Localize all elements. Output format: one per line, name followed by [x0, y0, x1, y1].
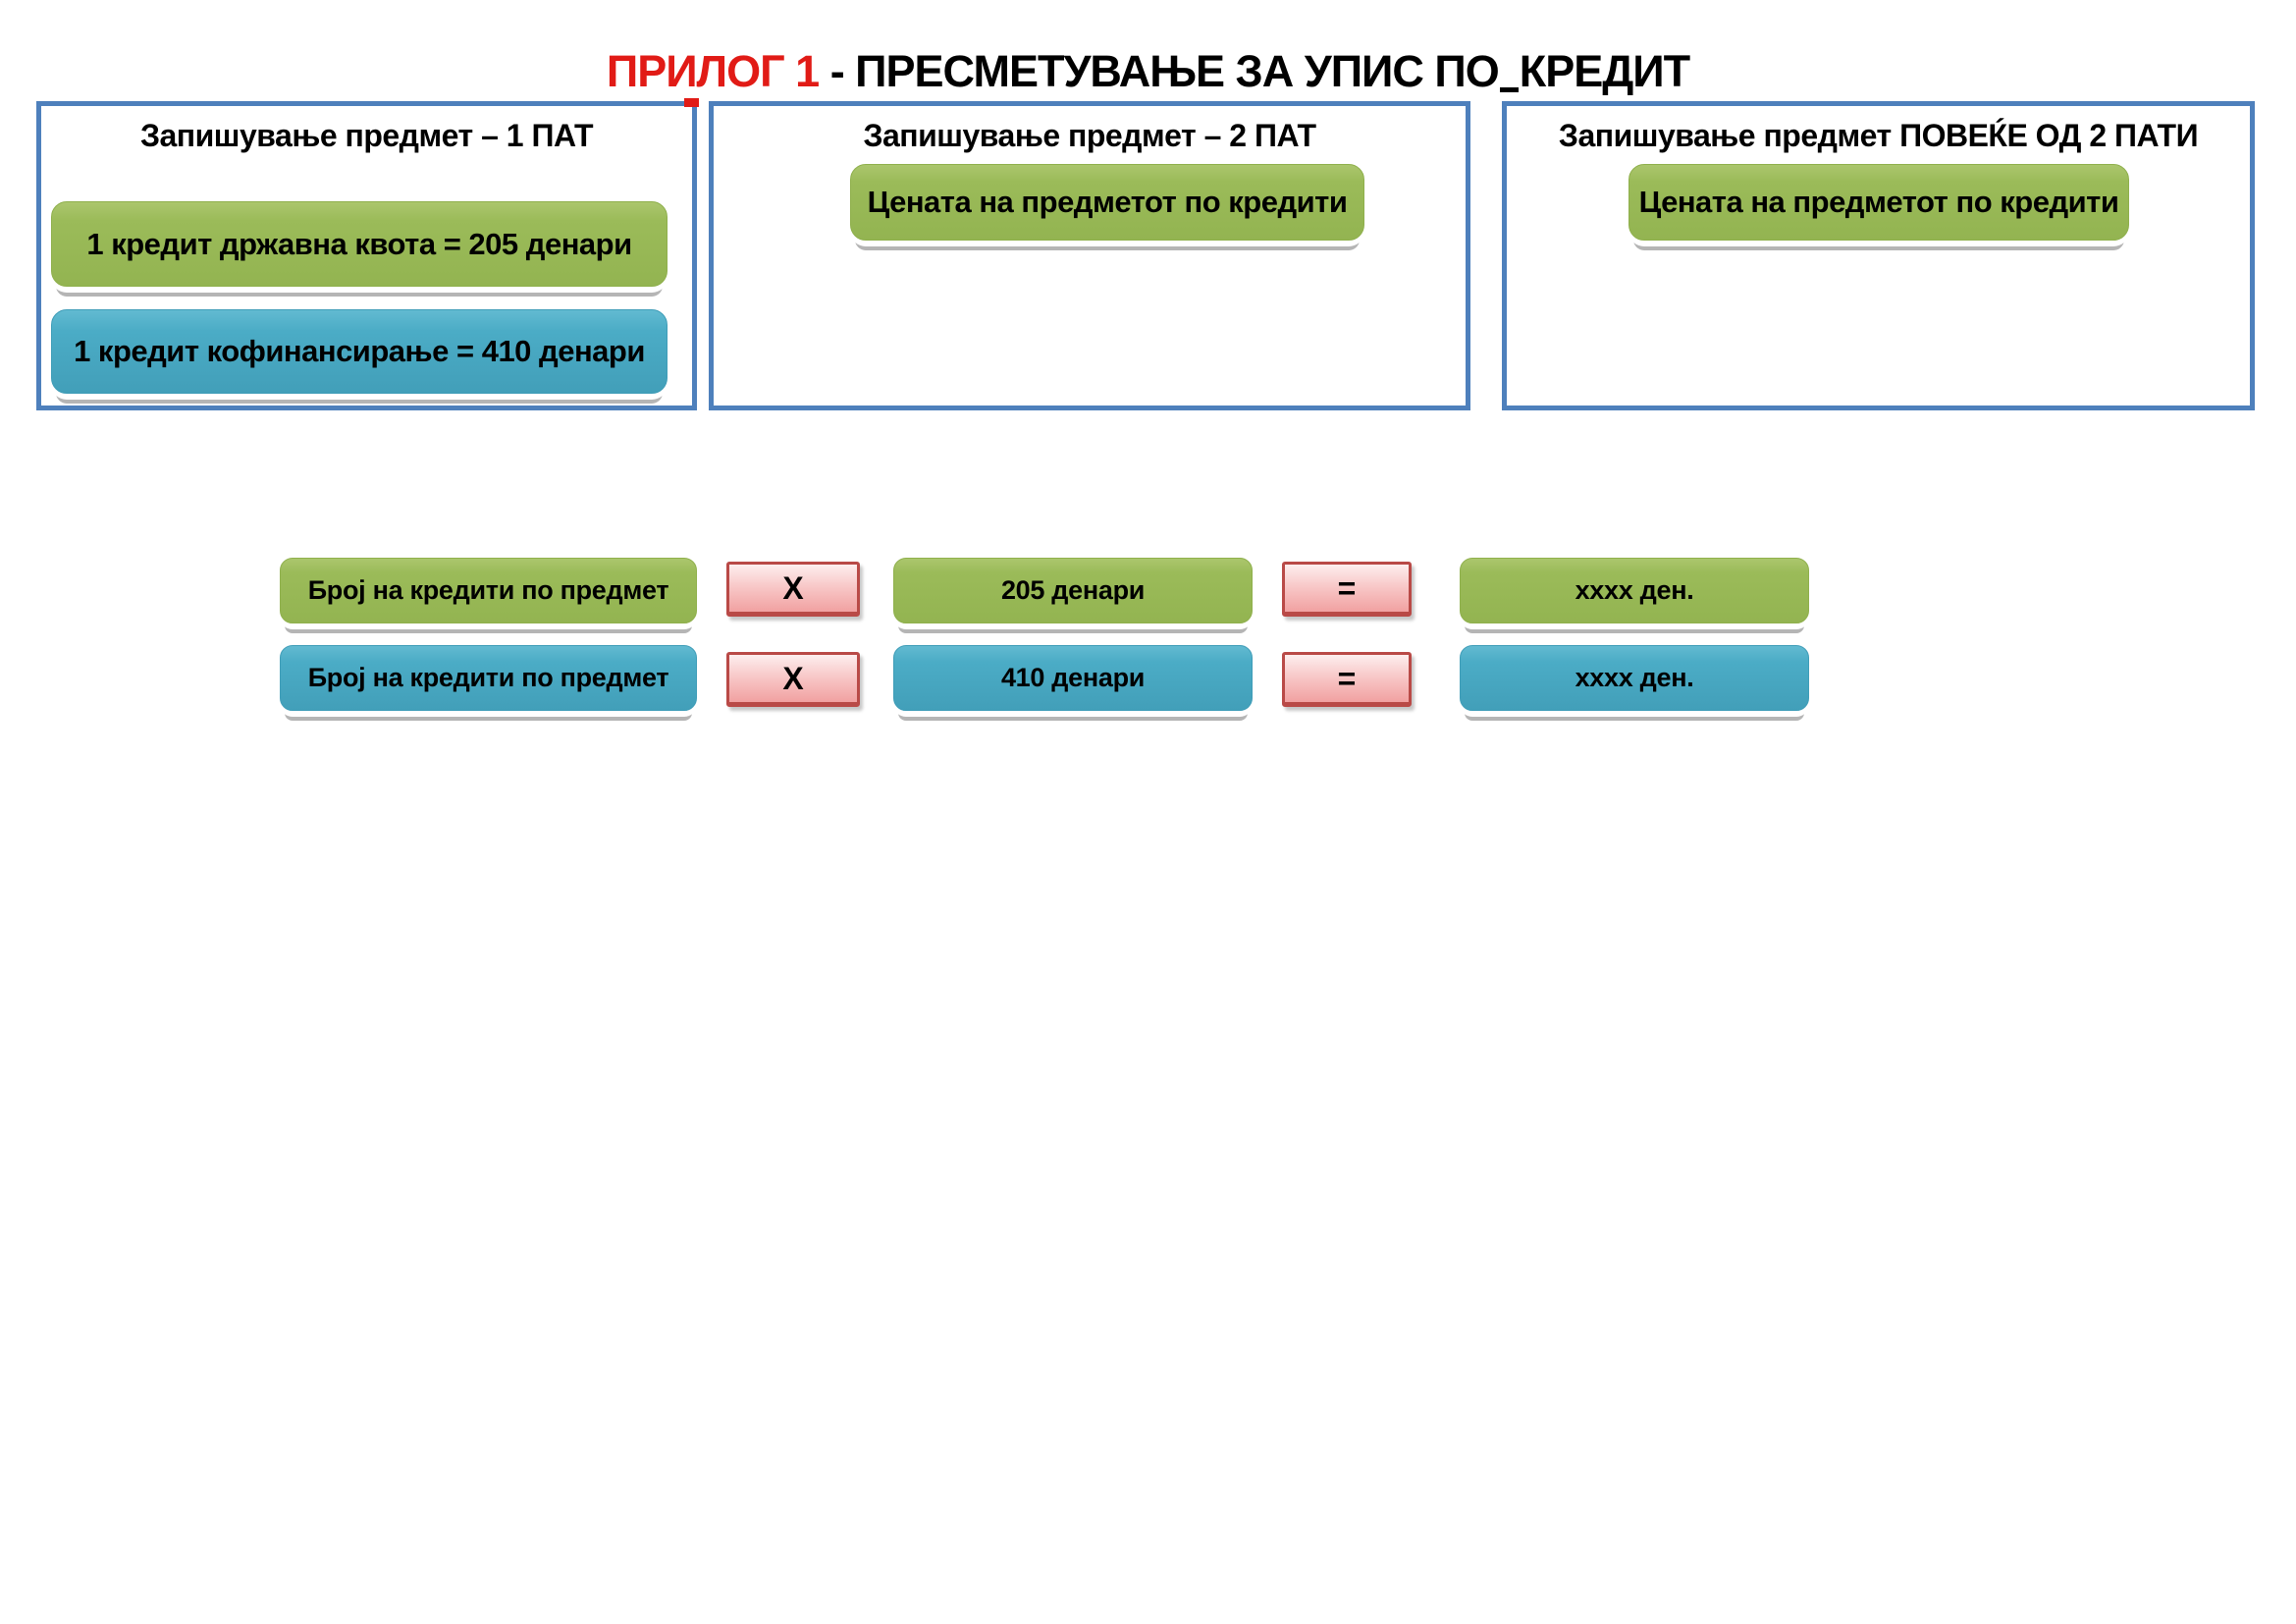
equals-operator: =	[1282, 562, 1412, 617]
result-label: xxxx ден.	[1575, 663, 1694, 692]
operand-label: Број на кредити по предмет	[307, 663, 669, 692]
price-label: 410 денари	[1000, 663, 1146, 692]
result-chip: xxxx ден.	[1460, 645, 1809, 711]
times-operator: X	[726, 562, 860, 617]
times-operator: X	[726, 652, 860, 707]
result-chip: xxxx ден.	[1460, 558, 1809, 623]
title-prefix: ПРИЛОГ 1	[606, 46, 820, 96]
result-label: xxxx ден.	[1575, 575, 1694, 605]
operand-chip: Број на кредити по предмет	[280, 645, 697, 711]
price-per-credits-chip: Цената на предметот по кредити	[850, 164, 1364, 241]
times-label: X	[782, 660, 804, 696]
panel-header: Запишување предмет ПОВЕЌЕ ОД 2 ПАТИ	[1558, 118, 2199, 153]
cofinancing-chip: 1 кредит кофинансирање = 410 денари	[51, 309, 667, 394]
equals-label: =	[1337, 569, 1357, 606]
page-title: ПРИЛОГ 1 - ПРЕСМЕТУВАЊЕ ЗА УПИС ПО КРЕДИТ	[0, 45, 2296, 98]
chip-label: 1 кредит кофинансирање = 410 денари	[74, 334, 645, 368]
panel-header: Запишување предмет – 1 ПАТ	[139, 118, 594, 153]
panel-header: Запишување предмет – 2 ПАТ	[863, 118, 1316, 153]
price-per-credits-chip: Цената на предметот по кредити	[1629, 164, 2129, 241]
state-quota-chip: 1 кредит државна квота = 205 денари	[51, 201, 667, 287]
price-label: 205 денари	[1000, 575, 1146, 605]
chip-label: Цената на предметот по кредити	[867, 185, 1348, 219]
red-underline-artifact	[684, 98, 699, 107]
equals-label: =	[1337, 660, 1357, 696]
panel-2-pat: Запишување предмет – 2 ПАТ Цената на пре…	[709, 101, 1470, 410]
panel-povekje-od-2-pati: Запишување предмет ПОВЕЌЕ ОД 2 ПАТИ Цена…	[1502, 101, 2255, 410]
title-last-word: КРЕДИТ	[1519, 46, 1690, 96]
title-text: - ПРЕСМЕТУВАЊЕ ЗА УПИС ПО	[819, 46, 1500, 96]
equals-operator: =	[1282, 652, 1412, 707]
chip-label: 1 кредит државна квота = 205 денари	[86, 226, 632, 261]
title-underline-mark	[1499, 86, 1519, 92]
panel-1-pat: Запишување предмет – 1 ПАТ 1 кредит држа…	[36, 101, 697, 410]
times-label: X	[782, 569, 804, 606]
operand-chip: Број на кредити по предмет	[280, 558, 697, 623]
price-chip: 205 денари	[893, 558, 1253, 623]
price-chip: 410 денари	[893, 645, 1253, 711]
operand-label: Број на кредити по предмет	[307, 575, 669, 605]
chip-label: Цената на предметот по кредити	[1638, 185, 2119, 219]
